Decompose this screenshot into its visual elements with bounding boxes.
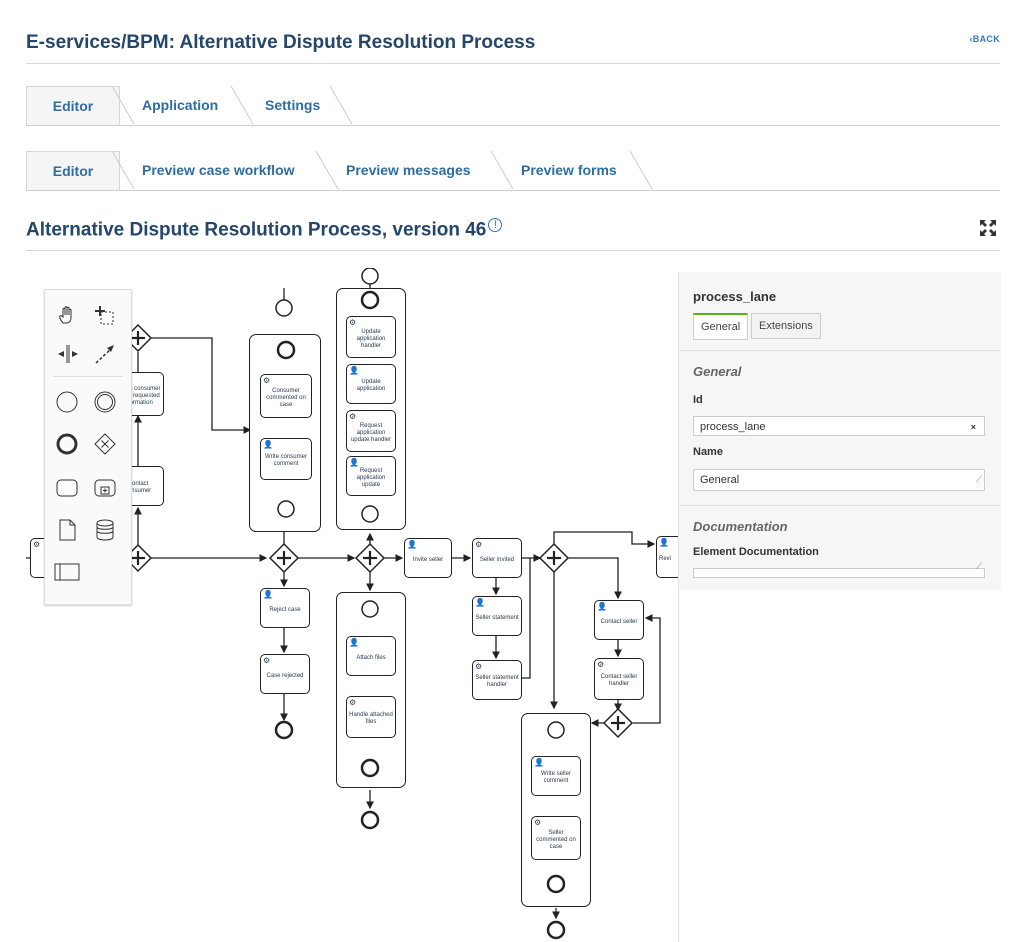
- data-object-icon[interactable]: [53, 516, 81, 544]
- subtab-preview-workflow[interactable]: Preview case workflow: [142, 162, 295, 178]
- task-reject-case[interactable]: 👤Reject case: [260, 588, 310, 628]
- user-task-icon: 👤: [597, 602, 607, 611]
- task-case-rejected[interactable]: ⚙Case rejected: [260, 654, 310, 694]
- task-consumer-commented[interactable]: ⚙Consumer commented on case: [260, 374, 312, 418]
- task-attach-files[interactable]: 👤Attach files: [346, 636, 396, 676]
- id-field[interactable]: process_lane×: [693, 416, 985, 436]
- subtab-preview-messages[interactable]: Preview messages: [346, 162, 471, 178]
- user-task-icon: 👤: [349, 458, 359, 467]
- user-task-icon: 👤: [407, 540, 417, 549]
- connect-tool-icon[interactable]: [91, 340, 119, 368]
- general-group-title: General: [693, 364, 742, 379]
- service-task-icon: ⚙: [349, 412, 357, 421]
- tab-settings[interactable]: Settings: [265, 97, 321, 113]
- subprocess-consumer[interactable]: [249, 334, 321, 532]
- task-update-app[interactable]: 👤Update application: [346, 364, 396, 404]
- user-task-icon: 👤: [349, 366, 359, 375]
- task-write-consumer-comment[interactable]: 👤Write consumer comment: [260, 438, 312, 480]
- props-tab-general[interactable]: General: [693, 313, 749, 340]
- name-label: Name: [693, 446, 723, 458]
- page-title: E-services/BPM: Alternative Dispute Reso…: [26, 32, 536, 53]
- back-link[interactable]: ‹BACK: [969, 34, 1000, 44]
- task-seller-invited[interactable]: ⚙Seller invited: [472, 538, 522, 578]
- data-store-icon[interactable]: [91, 516, 119, 544]
- element-doc-field[interactable]: ⟋: [693, 561, 985, 578]
- subtab-dividers: [111, 151, 653, 190]
- id-label: Id: [693, 394, 703, 406]
- subprocess-attach[interactable]: [336, 592, 406, 788]
- element-name: process_lane: [693, 289, 777, 304]
- service-task-icon: ⚙: [597, 660, 605, 669]
- title-divider: [26, 63, 1000, 64]
- diagram-edges: [26, 282, 661, 920]
- lasso-tool-icon[interactable]: [91, 302, 119, 330]
- task-seller-commented[interactable]: ⚙Seller commented on case: [531, 816, 581, 860]
- task-contact-seller-handler[interactable]: ⚙Contact seller handler: [594, 658, 644, 700]
- user-task-icon: 👤: [349, 638, 359, 647]
- service-task-icon: ⚙: [475, 540, 483, 549]
- element-doc-label: Element Documentation: [693, 546, 819, 558]
- sub-tabs: Editor Preview case workflow Preview mes…: [26, 151, 1000, 191]
- task-request-update[interactable]: 👤Request application update: [346, 456, 396, 496]
- service-task-icon: ⚙: [349, 698, 357, 707]
- tab-dividers: [111, 86, 353, 125]
- start-event-icon[interactable]: [53, 388, 81, 416]
- task-contact-seller[interactable]: 👤Contact seller: [594, 600, 644, 640]
- user-task-icon: 👤: [263, 590, 273, 599]
- name-field[interactable]: General⟋: [693, 469, 985, 491]
- end-event-icon[interactable]: [53, 430, 81, 458]
- tab-editor[interactable]: Editor: [26, 86, 120, 125]
- resize-handle-icon[interactable]: ⟋: [975, 561, 982, 571]
- task-invite-seller[interactable]: 👤Invite seller: [404, 538, 452, 578]
- task-icon[interactable]: [53, 474, 81, 502]
- task-seller-statement-handler[interactable]: ⚙Seller statement handler: [472, 660, 522, 700]
- intermediate-event-icon[interactable]: [91, 388, 119, 416]
- task-write-seller-comment[interactable]: 👤Write seller comment: [531, 756, 581, 796]
- user-task-icon: 👤: [534, 758, 544, 767]
- participant-icon[interactable]: [53, 558, 81, 586]
- service-task-icon: ⚙: [263, 656, 271, 665]
- properties-panel: process_lane General Extensions General …: [678, 272, 1001, 942]
- user-task-icon: 👤: [475, 598, 485, 607]
- subtab-preview-forms[interactable]: Preview forms: [521, 162, 617, 178]
- hand-tool-icon[interactable]: [53, 302, 81, 330]
- user-task-icon: 👤: [263, 440, 273, 449]
- service-task-icon: ⚙: [534, 818, 542, 827]
- service-task-icon: ⚙: [349, 318, 357, 327]
- documentation-group-title: Documentation: [693, 519, 788, 534]
- props-tab-extensions[interactable]: Extensions: [751, 313, 821, 339]
- task-review-partial[interactable]: 👤Revi: [656, 536, 678, 578]
- main-tabs: Editor Application Settings: [26, 86, 1000, 126]
- service-task-icon: ⚙: [33, 540, 41, 549]
- task-update-app-handler[interactable]: ⚙Update application handler: [346, 316, 396, 358]
- subprocess-seller-comment[interactable]: [521, 713, 591, 907]
- back-label: BACK: [972, 34, 1000, 44]
- service-task-icon: ⚙: [475, 662, 483, 671]
- process-title: Alternative Dispute Resolution Process, …: [26, 218, 503, 241]
- clear-icon[interactable]: ×: [970, 422, 976, 432]
- user-task-icon: 👤: [659, 538, 669, 547]
- subtab-editor[interactable]: Editor: [26, 151, 120, 190]
- task-request-update-handler[interactable]: ⚙Request application update handler: [346, 410, 396, 452]
- gateway-icon[interactable]: [91, 430, 119, 458]
- expand-icon[interactable]: [978, 218, 998, 244]
- space-tool-icon[interactable]: [53, 340, 81, 368]
- task-handle-attached-files[interactable]: ⚙Handle attached files: [346, 696, 396, 738]
- info-icon[interactable]: !: [488, 218, 503, 232]
- task-seller-statement[interactable]: 👤Seller statement: [472, 596, 522, 636]
- resize-handle-icon[interactable]: ⟋: [975, 474, 982, 484]
- tool-palette: [44, 289, 132, 605]
- tab-application[interactable]: Application: [142, 97, 219, 113]
- subprocess-icon[interactable]: [91, 474, 119, 502]
- general-group: General Id process_lane× Name General⟋: [679, 351, 1001, 505]
- service-task-icon: ⚙: [263, 376, 271, 385]
- documentation-group: Documentation Element Documentation ⟋: [679, 506, 1001, 590]
- section-divider: [26, 250, 1000, 251]
